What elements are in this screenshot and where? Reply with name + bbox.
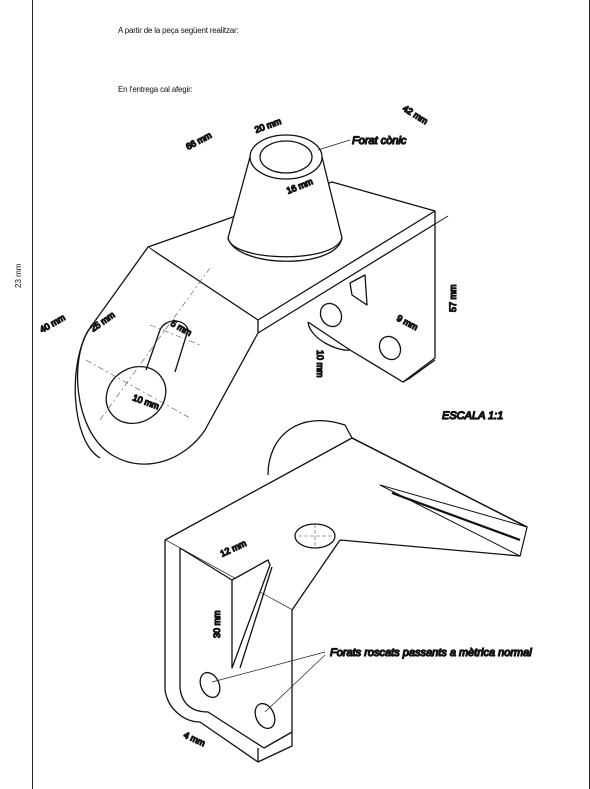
threaded-holes-note: Forats roscats passants a mètrica normal [330,647,532,659]
conical-hole-note: Forat cònic [352,135,407,147]
dim-57: 57 mm [448,284,458,312]
page-frame [32,0,590,789]
dim-4: 4 mm [182,730,207,749]
dim-30: 30 mm [212,610,222,638]
dim-20: 20 mm [253,116,282,135]
instruction-line-2: En l'entrega cal afegir: [118,85,193,94]
instruction-line-1: A partir de la peça següent realitzar: [118,26,239,35]
scale-label: ESCALA 1:1 [442,410,503,422]
dim-66: 66 mm [184,130,213,152]
dim-42: 42 mm [401,103,430,126]
top-part [74,134,449,465]
dim-10-vertical: 10 mm [315,350,325,378]
bottom-part [164,420,528,763]
dim-40: 40 mm [38,312,67,334]
dim-9: 9 mm [395,313,420,332]
